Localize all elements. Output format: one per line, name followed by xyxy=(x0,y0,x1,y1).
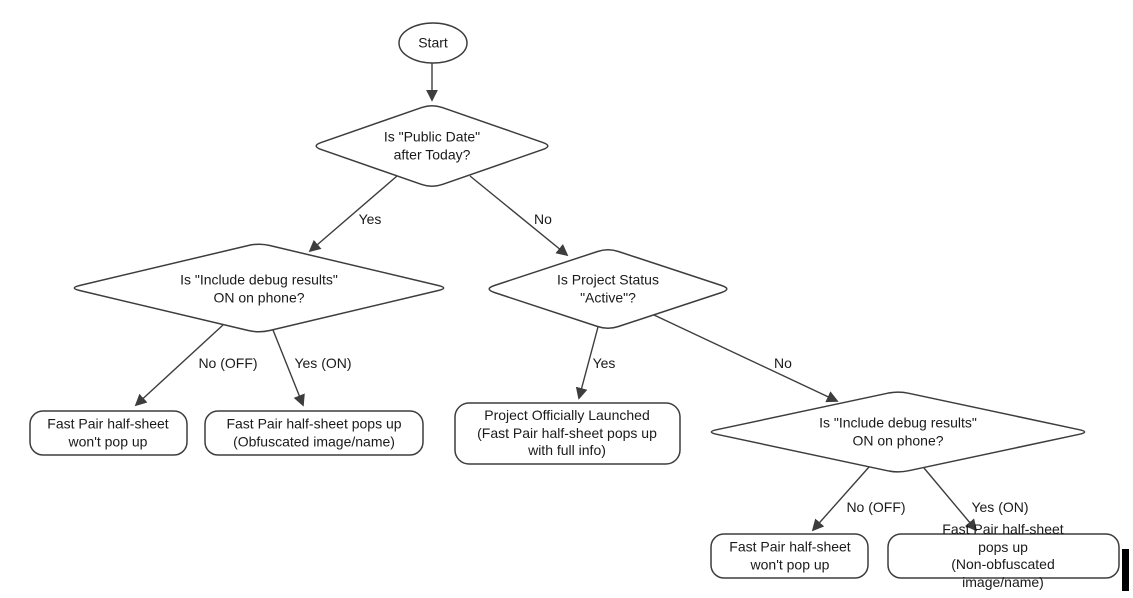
edge-label-yes-mid: Yes xyxy=(592,355,616,371)
edge-label-no-off-right: No (OFF) xyxy=(846,499,906,515)
edge-label-yes-top: Yes xyxy=(358,211,382,227)
edge-label-no-off-left: No (OFF) xyxy=(198,355,258,371)
decision-debug-left xyxy=(73,243,445,333)
decision-public-date xyxy=(315,105,549,187)
result-obfuscated xyxy=(204,410,424,456)
result-no-popup-left xyxy=(29,410,188,456)
result-obfuscated-label: Fast Pair half-sheet pops up (Obfuscated… xyxy=(226,415,402,450)
decision-project-status-label: Is Project Status "Active"? xyxy=(557,271,659,306)
decision-project-status xyxy=(488,249,728,329)
result-no-popup-left-label: Fast Pair half-sheet won't pop up xyxy=(47,415,169,450)
edge-label-yes-on-right: Yes (ON) xyxy=(971,499,1029,515)
edge-label-no-mid: No xyxy=(774,355,792,371)
edge-no-to-debug-right xyxy=(653,314,839,403)
edge-nooff-to-nopopup-left xyxy=(134,324,224,407)
result-no-popup-right xyxy=(710,533,869,579)
decision-public-date-label: Is "Public Date" after Today? xyxy=(383,128,481,163)
start-node xyxy=(398,22,468,64)
decision-debug-left-label: Is "Include debug results" ON on phone? xyxy=(180,271,338,306)
edge-yeson-to-nonobfuscated xyxy=(923,467,978,532)
result-non-obfuscated xyxy=(887,533,1120,579)
start-node-label: Start xyxy=(418,34,448,51)
decision-debug-right xyxy=(710,391,1086,473)
edge-label-no-top: No xyxy=(534,211,552,227)
text-cursor xyxy=(1122,549,1129,591)
edge-label-yes-on-left: Yes (ON) xyxy=(294,355,352,371)
result-launched-label: Project Officially Launched (Fast Pair h… xyxy=(477,406,657,458)
edge-nooff-to-nopopup-right xyxy=(811,466,870,532)
edge-no-to-project-status xyxy=(469,175,569,257)
decision-debug-right-label: Is "Include debug results" ON on phone? xyxy=(819,414,977,449)
edge-yes-to-debug-left xyxy=(308,175,398,253)
result-launched xyxy=(454,402,681,465)
result-non-obfuscated-label: Fast Pair half-sheet pops up (Non-obfusc… xyxy=(942,521,1064,590)
edge-yeson-to-obfuscated xyxy=(272,329,305,407)
edge-yes-to-launched xyxy=(575,326,599,400)
result-no-popup-right-label: Fast Pair half-sheet won't pop up xyxy=(729,538,851,573)
